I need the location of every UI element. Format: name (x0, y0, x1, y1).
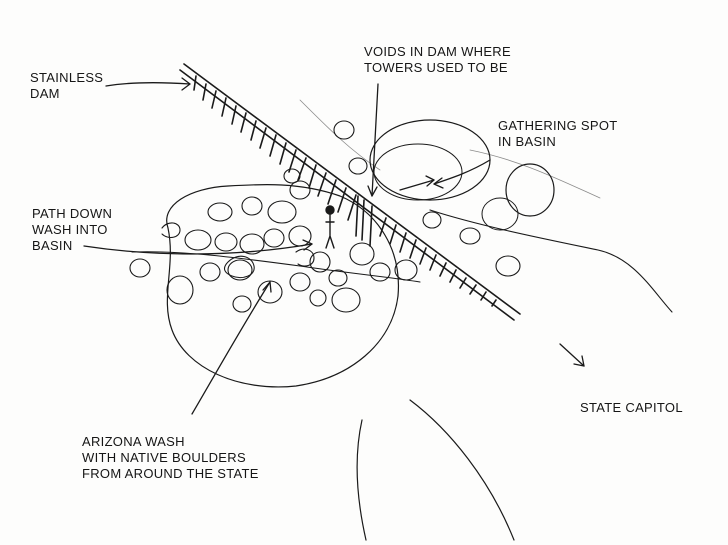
gathering-spot-circle (373, 143, 463, 201)
label-arizona-wash: ARIZONA WASH WITH NATIVE BOULDERS FROM A… (82, 434, 259, 481)
tower-voids (355, 195, 373, 247)
label-voids-in-dam: VOIDS IN DAM WHERE TOWERS USED TO BE (364, 44, 511, 75)
foreground-curve (356, 419, 367, 541)
label-gathering-spot: GATHERING SPOT IN BASIN (498, 118, 618, 149)
landscape-line (429, 209, 673, 313)
label-state-capitol: STATE CAPITOL (580, 400, 683, 415)
annotation-arrows (83, 77, 585, 415)
native-boulders (129, 120, 521, 313)
landscape-line (131, 251, 421, 283)
gathering-spot-circle (505, 163, 555, 217)
label-path-down-wash: PATH DOWN WASH INTO BASIN (32, 206, 113, 253)
gathering-spot-circle (481, 197, 519, 231)
landscape-line (469, 149, 601, 199)
label-stainless-dam: STAINLESS DAM (30, 70, 104, 101)
foreground-curve (409, 399, 515, 541)
basin-outline (166, 183, 400, 388)
gathering-spot-circle (369, 119, 491, 201)
human-figure (325, 205, 335, 249)
stainless-dam (179, 63, 521, 321)
